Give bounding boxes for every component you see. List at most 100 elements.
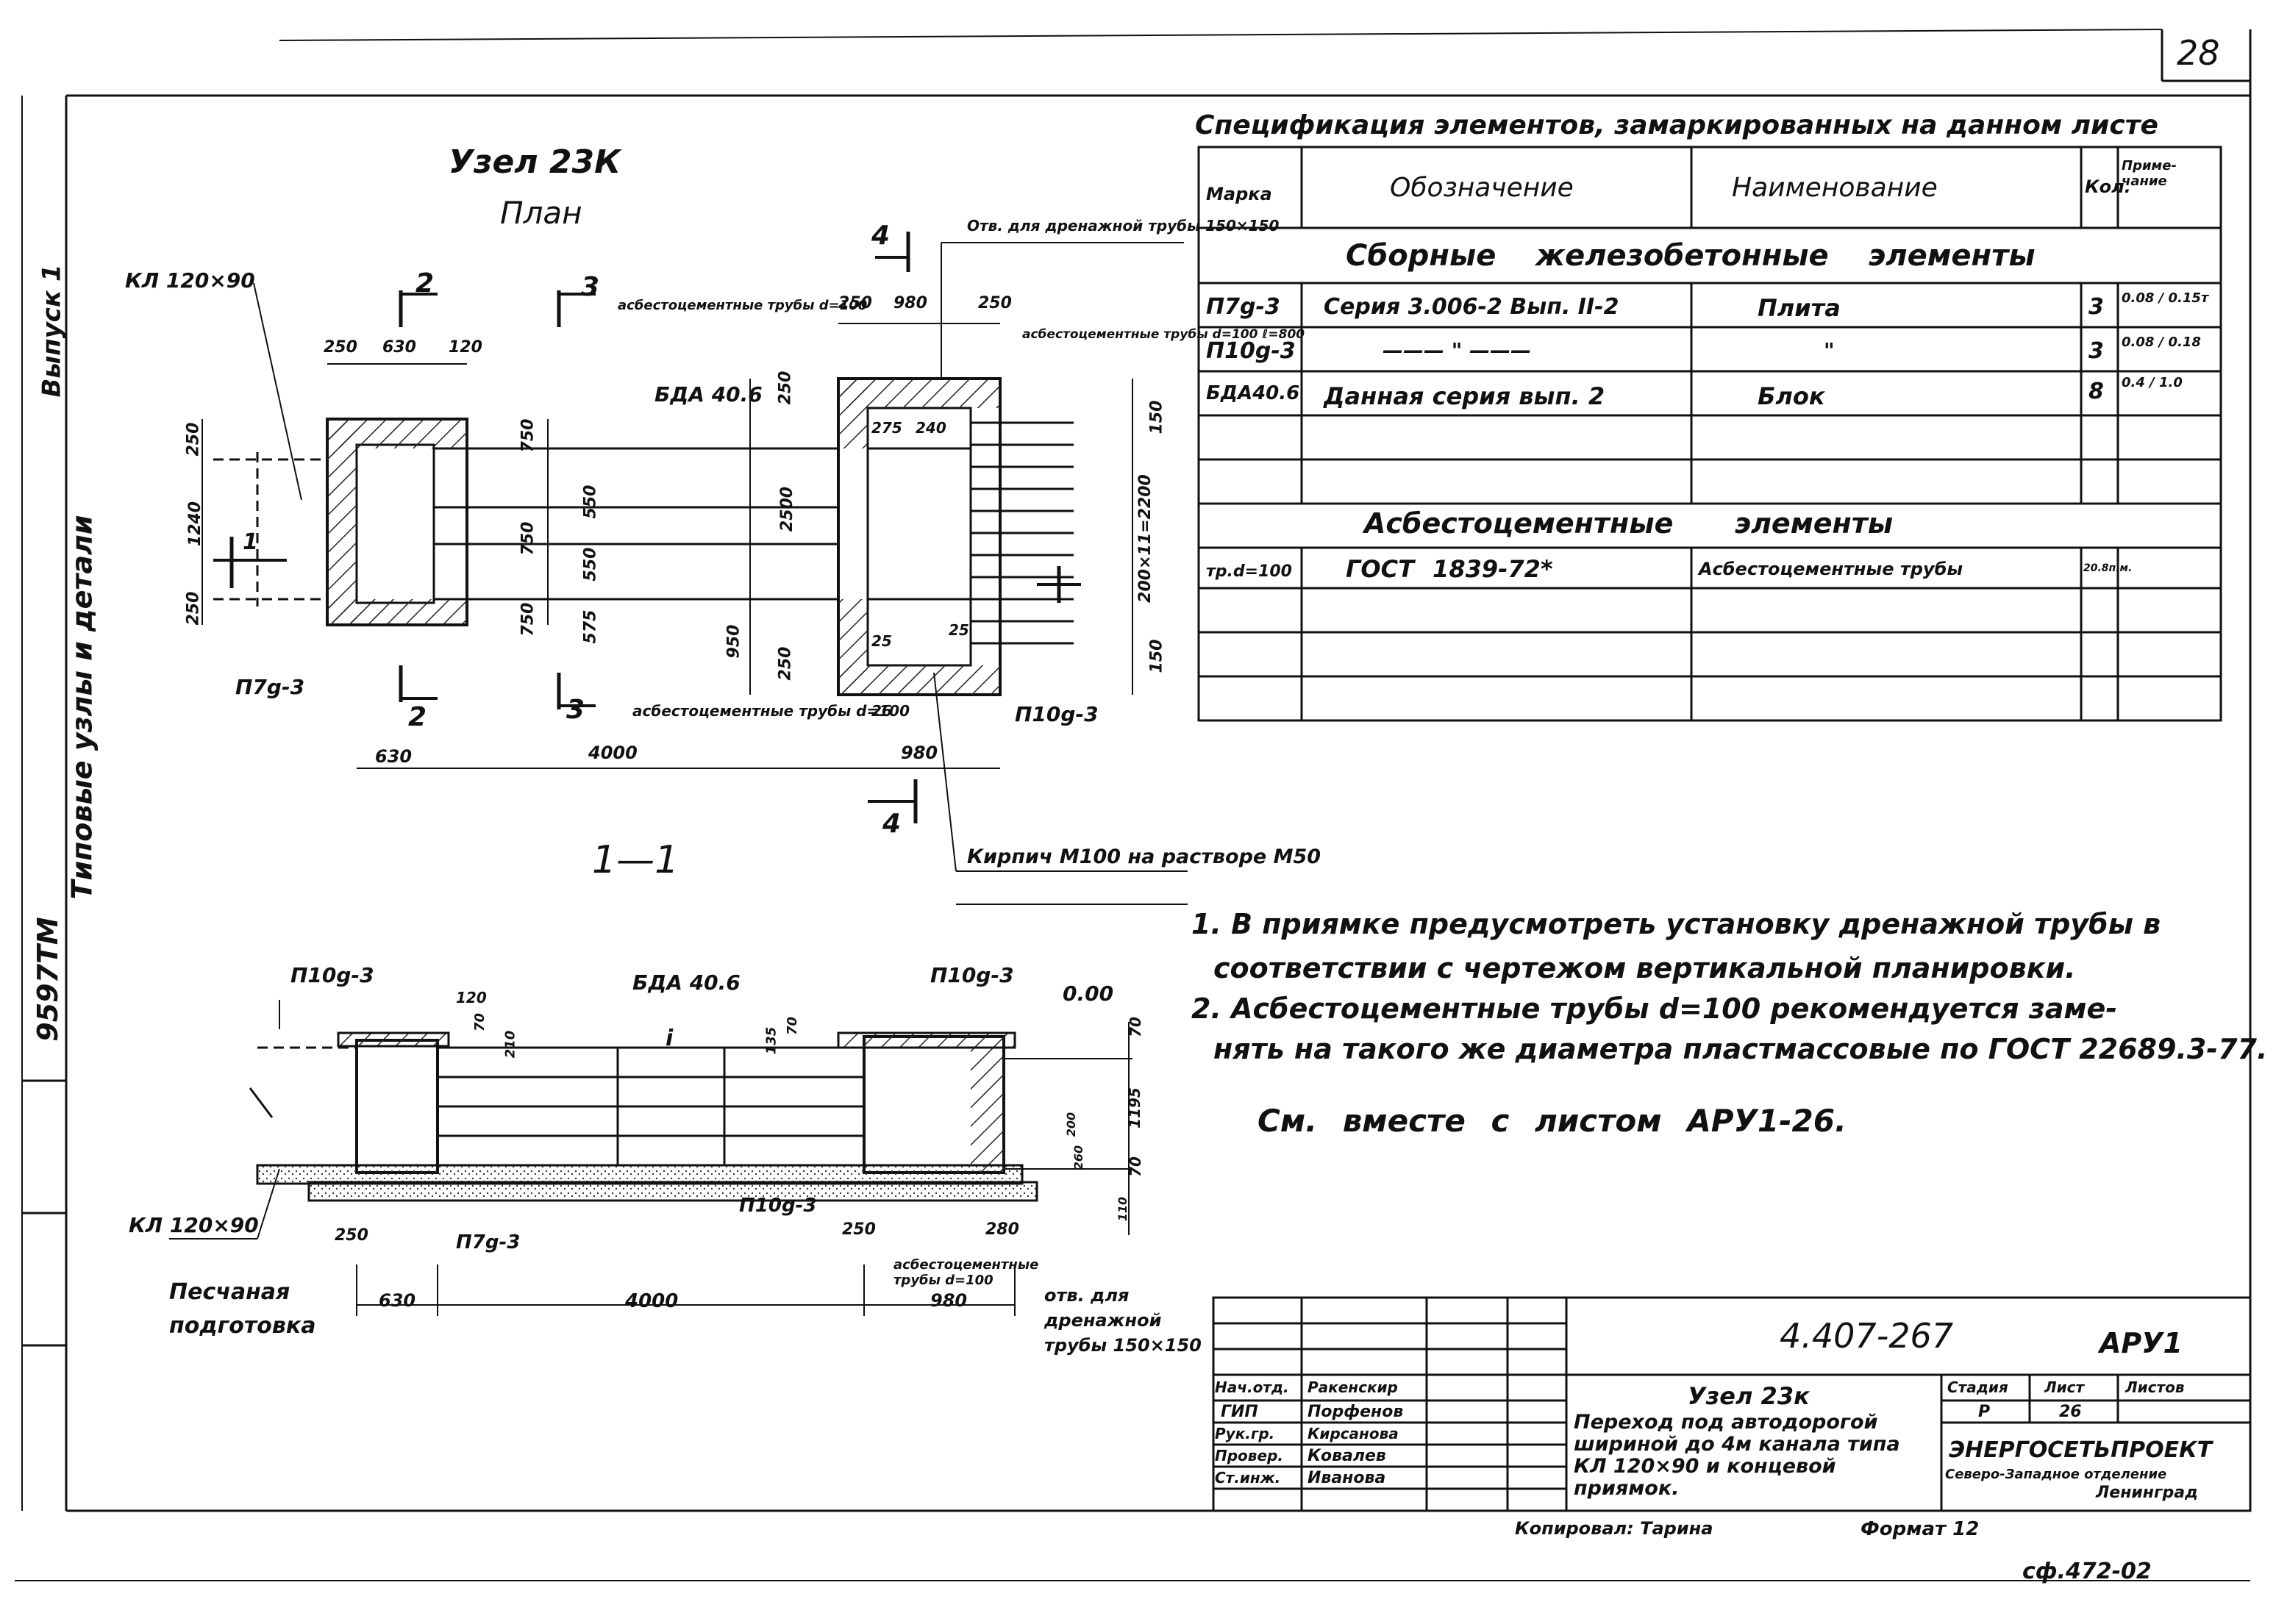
section-sand: Песчаная подготовка bbox=[169, 1279, 316, 1339]
section-mark-4-bottom: 4 bbox=[882, 809, 902, 839]
note-1b: соответствии с чертежом вертикальной пла… bbox=[1213, 952, 2076, 984]
plan-brick-label: Кирпич М100 на растворе М50 bbox=[967, 845, 1321, 868]
section-dim-vertical: 70 bbox=[1126, 1017, 1144, 1037]
section-dim: 630 bbox=[379, 1290, 416, 1311]
spec-header-note: Приме-чание bbox=[2122, 158, 2177, 189]
spec-row-name: " bbox=[1824, 338, 1835, 362]
spec-row-note: 0.4 / 1.0 bbox=[2122, 375, 2183, 390]
section-mark-2-top: 2 bbox=[415, 268, 435, 298]
spec-title: Спецификация элементов, замаркированных … bbox=[1195, 110, 2158, 140]
section-p10g-bottom: П10g-3 bbox=[739, 1195, 817, 1217]
plan-dim: 250 bbox=[324, 338, 357, 357]
section-dim: 250 bbox=[335, 1226, 368, 1245]
plan-dim-vertical: 750 bbox=[518, 521, 538, 556]
tb-role: Провер. bbox=[1215, 1447, 1283, 1464]
plan-dim-vertical: 200×11=2200 bbox=[1135, 474, 1155, 603]
tb-stage-header: Стадия bbox=[1947, 1378, 2008, 1396]
spec-row-note: 0.08 / 0.18 bbox=[2122, 335, 2201, 350]
plan-dim-vertical: 575 bbox=[581, 609, 600, 644]
spec-row-name: Асбестоцементные трубы bbox=[1699, 559, 1963, 579]
side-stamp-text: Типовые узлы и детали bbox=[65, 515, 99, 900]
section-dim-vertical: 210 bbox=[502, 1030, 518, 1059]
plan-dim: 980 bbox=[901, 743, 938, 763]
spec-header-mark: Марка bbox=[1206, 184, 1272, 204]
note-2b: нять на такого же диаметра пластмассовые… bbox=[1213, 1033, 2268, 1065]
tb-org-1: ЭНЕРГОСЕТЬПРОЕКТ bbox=[1949, 1437, 2213, 1463]
plan-dim-vertical: 2500 bbox=[778, 486, 797, 532]
tb-role: Ст.инж. bbox=[1215, 1469, 1281, 1487]
plan-bda-label: БДА 40.6 bbox=[654, 382, 763, 407]
spec-row-qty: 20.8п.м. bbox=[2083, 562, 2133, 574]
section-kl: КЛ 120×90 bbox=[129, 1213, 259, 1237]
section-dim: 120 bbox=[456, 989, 487, 1006]
section-dim-vertical: 1195 bbox=[1125, 1087, 1144, 1128]
section-dim-vertical: 70 bbox=[785, 1016, 801, 1036]
plan-p10g-label: П10g-3 bbox=[1015, 702, 1099, 726]
tb-lists-header: Листов bbox=[2125, 1378, 2185, 1396]
doc-aru: АРУ1 bbox=[2100, 1327, 2183, 1359]
plan-dim: 120 bbox=[449, 338, 482, 357]
section-p7g: П7g-3 bbox=[456, 1231, 521, 1253]
note-1a: 1. В приямке предусмотреть установку дре… bbox=[1191, 908, 2161, 940]
plan-dim: 25 bbox=[871, 632, 892, 650]
plan-dim-vertical: 250 bbox=[184, 591, 203, 626]
spec-group-asbestos: Асбестоцементные элементы bbox=[1364, 507, 1894, 540]
plan-dim-vertical: 750 bbox=[518, 602, 538, 637]
section-dim: 280 bbox=[985, 1220, 1019, 1239]
section-dim-vertical: 200 bbox=[1064, 1112, 1079, 1137]
tb-name: Порфенов bbox=[1308, 1403, 1404, 1421]
section-dim-vertical: 70 bbox=[1126, 1156, 1144, 1177]
plan-dim-vertical: 150 bbox=[1147, 400, 1166, 434]
side-stamp-code: 9597ТМ bbox=[31, 917, 64, 1042]
plan-dim-vertical: 250 bbox=[776, 646, 795, 681]
side-stamp-issue: Выпуск 1 bbox=[37, 264, 67, 398]
tb-list-header: Лист bbox=[2044, 1378, 2085, 1396]
spec-row-qty: 3 bbox=[2088, 338, 2104, 364]
plan-dim: 250 bbox=[978, 294, 1012, 312]
plan-dim-vertical: 150 bbox=[1147, 639, 1166, 673]
section-cut-label: 1—1 bbox=[592, 838, 679, 882]
spec-row-designation: ГОСТ 1839-72* bbox=[1346, 555, 1553, 583]
spec-header-designation: Обозначение bbox=[1390, 173, 1574, 203]
tb-name: Ковалев bbox=[1308, 1447, 1386, 1465]
plan-asb-top-label: асбестоцементные трубы d=100 bbox=[618, 298, 868, 313]
plan-asb-right-label: асбестоцементные трубы d=100 ℓ=800 bbox=[1022, 327, 1305, 342]
section-mark-3-top: 3 bbox=[581, 272, 600, 302]
tb-name: Иванова bbox=[1308, 1469, 1386, 1487]
tb-role: ГИП bbox=[1221, 1403, 1258, 1421]
tb-name: Ракенскир bbox=[1308, 1378, 1398, 1396]
tb-org-2: Северо-Западное отделение bbox=[1945, 1467, 2167, 1482]
section-p10g-left: П10g-3 bbox=[290, 963, 374, 987]
plan-dim-vertical: 750 bbox=[518, 418, 538, 453]
section-dim-vertical: 260 bbox=[1071, 1145, 1086, 1170]
section-mark-3-bottom: 3 bbox=[566, 695, 585, 725]
plan-dim: 4000 bbox=[588, 743, 638, 763]
tb-description: Переход под автодорогой шириной до 4м ка… bbox=[1574, 1411, 1900, 1500]
doc-code: 4.407-267 bbox=[1780, 1316, 1954, 1356]
section-dim-vertical: 135 bbox=[763, 1026, 780, 1055]
spec-row-designation: ——— " ——— bbox=[1383, 338, 1532, 362]
spec-row-name: Блок bbox=[1758, 382, 1825, 410]
corner-code: сф.472-02 bbox=[2022, 1559, 2152, 1584]
plan-otv-label: Отв. для дренажной трубы 150×150 bbox=[967, 217, 1280, 235]
section-dim: 250 bbox=[842, 1220, 876, 1239]
copied-by: Копировал: Тарина bbox=[1515, 1518, 1713, 1539]
spec-row-note: 0.08 / 0.15т bbox=[2122, 290, 2209, 306]
spec-row-qty: 8 bbox=[2088, 379, 2104, 404]
plan-dim-vertical: 250 bbox=[184, 422, 203, 457]
section-p10g-right: П10g-3 bbox=[930, 963, 1014, 987]
section-mark-4-top: 4 bbox=[871, 221, 891, 251]
plan-dim: 630 bbox=[375, 746, 413, 767]
sheet-number: 28 bbox=[2177, 33, 2220, 73]
format: Формат 12 bbox=[1861, 1518, 1980, 1540]
spec-header-name: Наименование bbox=[1732, 173, 1938, 203]
spec-row-qty: 3 bbox=[2088, 294, 2104, 320]
tb-role: Рук.гр. bbox=[1215, 1425, 1275, 1442]
plan-dim: 980 bbox=[893, 294, 927, 312]
plan-asb-bottom-label: асбестоцементные трубы d=100 bbox=[632, 702, 910, 720]
section-mark-2-bottom: 2 bbox=[408, 702, 427, 732]
section-mark-1-left: 1 bbox=[243, 529, 258, 555]
section-otv: отв. для дренажной трубы 150×150 bbox=[1044, 1285, 1202, 1356]
section-dim: 4000 bbox=[625, 1290, 679, 1312]
